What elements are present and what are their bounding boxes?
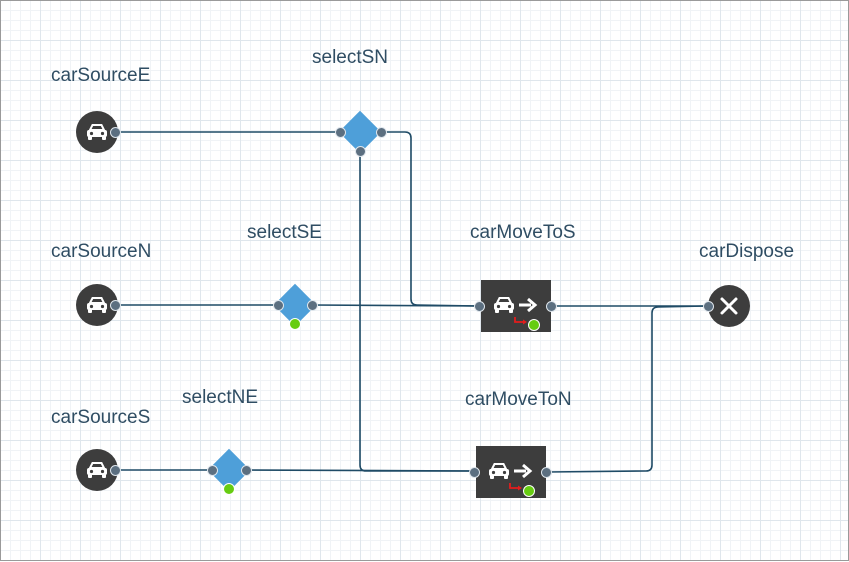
link-selectSN-carMoveToS — [381, 131, 479, 307]
selectSN-label: selectSN — [312, 47, 389, 68]
carMoveToS-node[interactable] — [481, 280, 551, 332]
carMoveToS-out-port[interactable] — [546, 301, 557, 312]
carSourceS-out-port[interactable] — [110, 465, 121, 476]
carMoveToN-label: carMoveToN — [465, 389, 572, 410]
selectSE-label: selectSE — [247, 222, 322, 243]
carSourceE-label: carSourceE — [51, 65, 151, 86]
carMoveToS-status-port[interactable] — [528, 319, 540, 331]
selectSE-out-port-false[interactable] — [289, 318, 301, 330]
carMoveToN-status-port[interactable] — [523, 485, 535, 497]
carMoveToN-in-port[interactable] — [469, 467, 480, 478]
link-selectSN-carMoveToN — [359, 151, 473, 472]
carDispose-label: carDispose — [699, 241, 795, 262]
carSourceN-out-port[interactable] — [110, 300, 121, 311]
car-icon — [87, 124, 107, 140]
carDispose-node[interactable] — [708, 285, 750, 327]
car-icon — [87, 297, 107, 313]
selectSN-out-port-false[interactable] — [355, 146, 366, 157]
link-selectSE-carMoveToS — [311, 304, 479, 307]
close-icon — [720, 297, 738, 315]
selectSN-out-port-true[interactable] — [376, 127, 387, 138]
selectSN-in-port[interactable] — [335, 127, 346, 138]
car-move-icon — [494, 297, 538, 325]
selectSE-out-port-true[interactable] — [307, 300, 318, 311]
link-carMoveToN-carDispose — [546, 305, 708, 473]
selectNE-label: selectNE — [182, 387, 259, 408]
carMoveToN-out-port[interactable] — [541, 467, 552, 478]
car-move-icon — [489, 463, 533, 491]
selectNE-in-port[interactable] — [207, 465, 218, 476]
carSourceN-label: carSourceN — [51, 241, 152, 262]
selectSE-in-port[interactable] — [273, 300, 284, 311]
carSourceS-label: carSourceS — [51, 407, 151, 428]
link-selectNE-carMoveToN — [245, 469, 474, 472]
car-icon — [87, 462, 107, 478]
carMoveToS-label: carMoveToS — [470, 222, 576, 243]
carMoveToN-node[interactable] — [476, 446, 546, 498]
carMoveToS-in-port[interactable] — [474, 301, 485, 312]
carDispose-in-port[interactable] — [703, 301, 714, 312]
carSourceE-out-port[interactable] — [110, 127, 121, 138]
selectNE-out-port-false[interactable] — [223, 483, 235, 495]
selectNE-out-port-true[interactable] — [241, 465, 252, 476]
